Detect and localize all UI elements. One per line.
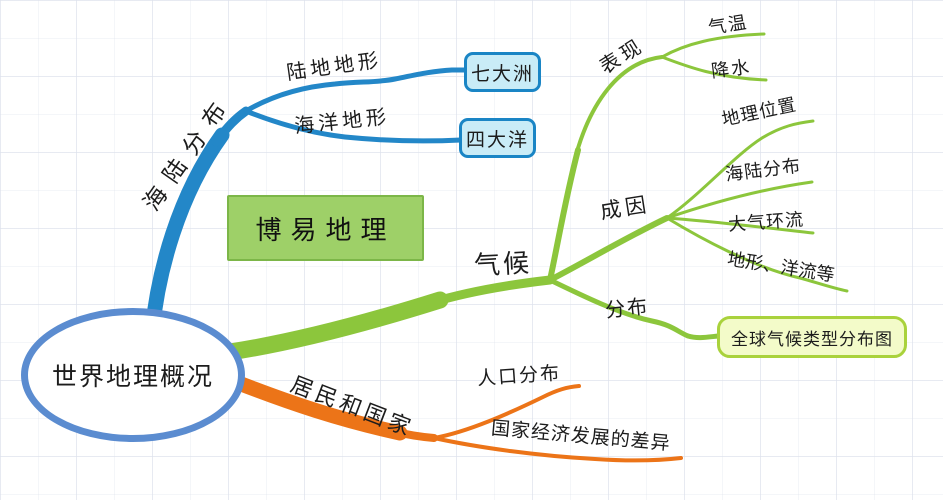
node-seven-continents-label: 七大洲 [470, 62, 534, 85]
node-atmospheric-circulation[interactable]: 大气环流 [727, 209, 805, 236]
root-node-label: 世界地理概况 [51, 362, 214, 391]
watermark-label: 博易地理 [255, 215, 396, 246]
branch-terrain-currents-line [665, 216, 849, 293]
branch-land-terrain-line [243, 67, 469, 114]
branch-climate-group [221, 32, 849, 361]
branch-precipitation-line [660, 55, 768, 82]
branch-residents-trunk [228, 374, 408, 441]
node-global-climate-map[interactable]: 全球气候类型分布图 [717, 316, 907, 358]
node-four-oceans[interactable]: 四大洋 [459, 118, 536, 158]
branch-temperature-line [660, 32, 766, 59]
branch-climate-trunk [221, 291, 449, 361]
node-seven-continents[interactable]: 七大洲 [464, 52, 541, 92]
node-distribution[interactable]: 分布 [604, 293, 651, 323]
branch-climate-trunk-taper [425, 275, 555, 308]
node-climate[interactable]: 气候 [473, 248, 533, 282]
root-node[interactable]: 世界地理概况 [21, 308, 245, 442]
branch-manifestation-line-lower [547, 147, 581, 283]
branch-population-line [432, 384, 581, 440]
branch-sea-land-cause-line [665, 180, 814, 220]
node-four-oceans-label: 四大洋 [465, 128, 529, 151]
branch-ocean-terrain-line [243, 108, 464, 144]
branch-economic-line [432, 436, 683, 463]
node-global-climate-map-label: 全球气候类型分布图 [731, 329, 893, 350]
branch-geographic-location-line [665, 119, 815, 220]
node-precipitation[interactable]: 降水 [710, 56, 753, 83]
branch-sea-land-trunk-taper [211, 106, 251, 147]
branch-causes-line [547, 215, 670, 283]
branch-atmospheric-line [665, 216, 815, 235]
watermark-box: 博易地理 [227, 195, 424, 261]
branch-residents-group [228, 374, 683, 463]
branch-distribution-line [547, 277, 721, 341]
branch-residents-trunk-taper [388, 427, 438, 442]
branch-manifestation-line-upper [574, 55, 664, 157]
